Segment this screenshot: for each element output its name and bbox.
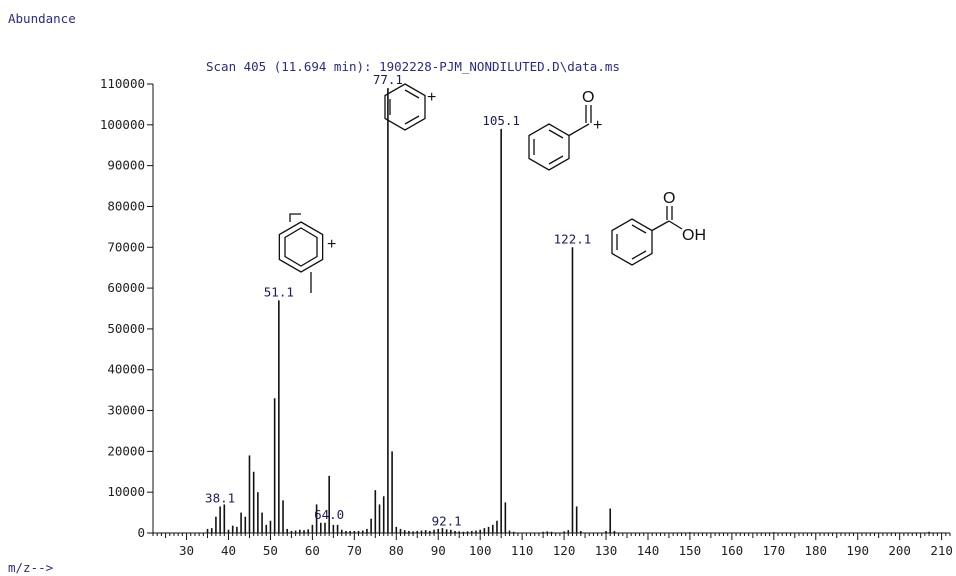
peak-label: 38.1	[205, 490, 235, 505]
x-tick-label: 120	[553, 543, 576, 558]
y-axis-label: Abundance	[8, 11, 76, 26]
plus-charge-label: +	[427, 89, 436, 106]
x-tick-label: 40	[221, 543, 236, 558]
chart-title: Scan 405 (11.694 min): 1902228-PJM_NONDI…	[206, 59, 620, 74]
structure-benzoyl-cation: O +	[528, 89, 602, 171]
x-tick-label: 140	[637, 543, 660, 558]
y-tick-label: 60000	[107, 280, 145, 295]
spectrum-peaks	[206, 88, 930, 533]
plus-charge-label: +	[593, 117, 602, 134]
x-tick-label: 210	[930, 543, 953, 558]
hydroxyl-label: OH	[682, 227, 706, 244]
peak-label: 51.1	[264, 284, 294, 299]
y-tick-label: 70000	[107, 239, 145, 254]
x-axis-label: m/z-->	[8, 560, 53, 575]
y-axis-ticks: 0 10000 20000 30000 40000 50000 60000 70000 8000…	[100, 76, 153, 540]
peak-label: 122.1	[554, 231, 592, 246]
oxygen-atom-label: O	[663, 190, 675, 207]
x-tick-label: 190	[846, 543, 869, 558]
peak-label: 77.1	[373, 72, 403, 87]
x-tick-label: 70	[347, 543, 362, 558]
x-tick-label: 160	[721, 543, 744, 558]
y-tick-label: 80000	[107, 198, 145, 213]
x-axis-ticks: 30 40 50 60 70 80 90 100 110 120 130 140 150 160 170 18…	[152, 533, 953, 558]
peak-labels: 38.1 51.1 64.0 77.1 92.1 105.1 122.1	[205, 72, 591, 528]
y-tick-label: 0	[137, 525, 145, 540]
peak-label: 105.1	[482, 113, 520, 128]
x-tick-label: 110	[511, 543, 534, 558]
peak-label: 64.0	[314, 507, 344, 522]
oxygen-atom-label: O	[582, 89, 594, 106]
structure-c4h3-ion: +	[278, 213, 336, 293]
x-tick-label: 60	[305, 543, 320, 558]
axes	[152, 84, 950, 534]
y-tick-label: 110000	[100, 76, 145, 91]
y-tick-label: 20000	[107, 443, 145, 458]
structure-benzoic-acid: O OH	[611, 190, 706, 266]
x-tick-label: 100	[469, 543, 492, 558]
x-tick-label: 130	[595, 543, 618, 558]
x-tick-label: 200	[888, 543, 911, 558]
x-tick-label: 50	[263, 543, 278, 558]
x-tick-label: 180	[804, 543, 827, 558]
plus-charge-label: +	[327, 236, 336, 253]
y-tick-label: 40000	[107, 362, 145, 377]
x-tick-label: 150	[679, 543, 702, 558]
y-tick-label: 10000	[107, 484, 145, 499]
y-tick-label: 90000	[107, 158, 145, 173]
y-tick-label: 100000	[100, 117, 145, 132]
peak-label: 92.1	[432, 513, 462, 528]
structure-phenyl-cation: +	[384, 83, 436, 131]
y-tick-label: 50000	[107, 321, 145, 336]
x-tick-label: 170	[763, 543, 786, 558]
x-tick-label: 80	[389, 543, 404, 558]
x-tick-label: 30	[179, 543, 194, 558]
x-tick-label: 90	[431, 543, 446, 558]
y-tick-label: 30000	[107, 403, 145, 418]
